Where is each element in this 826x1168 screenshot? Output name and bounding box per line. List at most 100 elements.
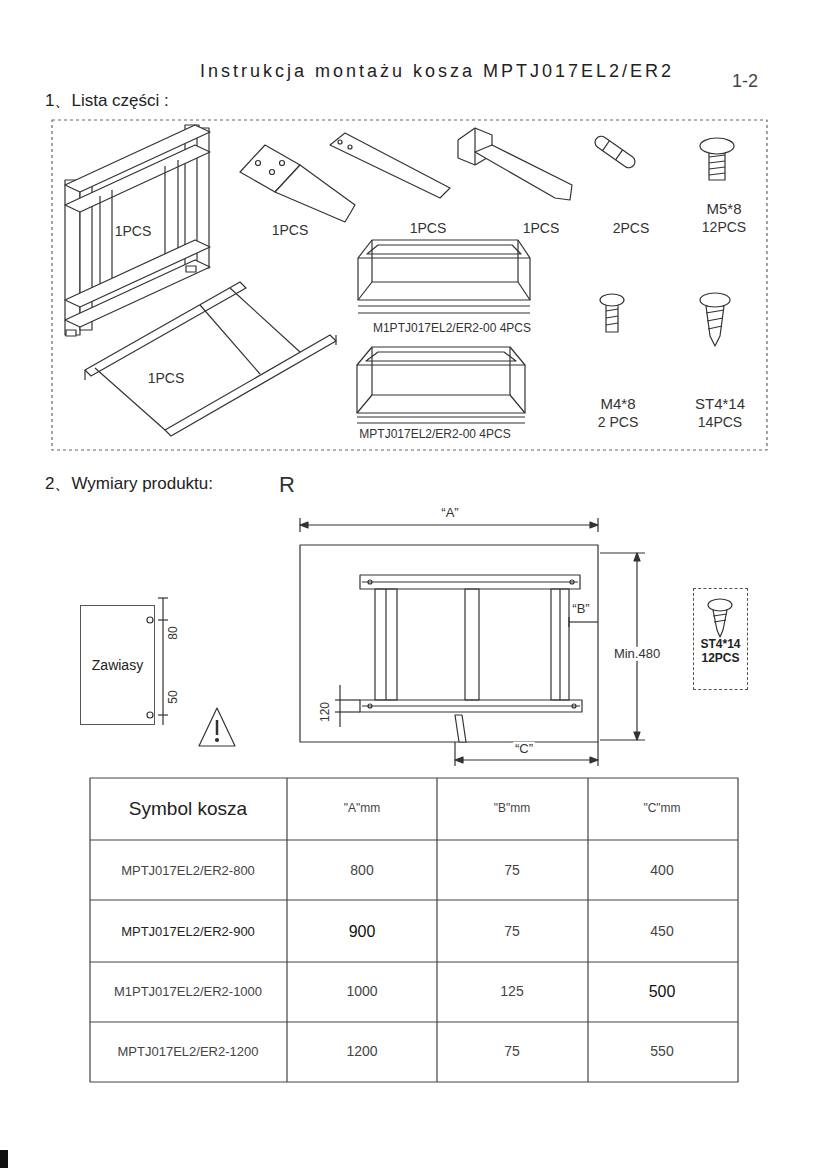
part-count: 1PCS <box>115 224 152 239</box>
dimension-lines <box>454 742 455 766</box>
wire-basket <box>357 395 525 413</box>
table-cell: 125 <box>500 984 523 999</box>
screw-size: ST4*14 <box>695 396 745 413</box>
warning-icon <box>199 708 235 746</box>
mounting-bracket <box>240 145 355 222</box>
screw-m5 <box>709 155 725 157</box>
wire-basket <box>358 312 530 313</box>
wire-basket <box>529 258 530 300</box>
table-grid <box>286 778 287 1082</box>
screw-st4 <box>706 310 724 313</box>
section-heading: 2、Wymiary produktu: <box>45 475 213 494</box>
wire-basket <box>357 416 525 417</box>
wire-basket <box>367 245 521 254</box>
wire-basket <box>357 258 358 300</box>
part-count: 2 PCS <box>598 415 638 430</box>
basket-frame <box>360 575 582 712</box>
cabinet <box>300 518 598 742</box>
table-cell: 400 <box>650 863 673 878</box>
screw-m5 <box>700 138 734 154</box>
warning-icon <box>216 720 219 735</box>
screw-size: M5*8 <box>706 201 741 218</box>
wire-basket <box>509 347 510 395</box>
table-cell: 800 <box>350 863 373 878</box>
illustration <box>0 120 767 1168</box>
wire-basket <box>358 282 530 300</box>
mounting-bracket <box>280 161 285 166</box>
dimension-label: 80 <box>167 624 180 641</box>
hinge-dimension <box>158 619 168 620</box>
hinge-dimension <box>147 617 153 623</box>
side-frame <box>111 190 112 278</box>
table-grid <box>587 778 588 1082</box>
dimension-lines <box>568 617 569 627</box>
bottom-rails <box>230 288 300 352</box>
cabinet <box>300 545 598 742</box>
hinge-panel: Zawiasy <box>80 605 155 725</box>
hinge-dimension <box>158 714 168 715</box>
part-count: 14PCS <box>698 415 742 430</box>
variant-letter: R <box>279 473 295 497</box>
cabinet <box>300 524 598 525</box>
screw-m4 <box>600 294 624 306</box>
part-count: 1PCS <box>523 221 560 236</box>
basket-code: M1PTJ017EL2/ER2-00 4PCS <box>373 322 531 335</box>
table-grid <box>90 778 738 1082</box>
basket-frame <box>570 580 574 584</box>
hinge-dimension <box>147 712 153 718</box>
warning-icon <box>216 739 219 742</box>
slide-bracket <box>474 128 475 165</box>
basket-frame <box>375 589 397 700</box>
wire-basket <box>524 365 525 413</box>
side-frame <box>65 125 210 336</box>
scan-mark <box>0 1150 8 1168</box>
table-cell: 550 <box>650 1044 673 1059</box>
screw-m4 <box>606 304 618 332</box>
table-cell: MPTJ017EL2/ER2-900 <box>121 925 255 939</box>
table-grid <box>90 778 738 1082</box>
dimension-label: “C” <box>513 742 535 756</box>
dimension-label: 120 <box>319 700 332 724</box>
node-text: ST4*14 <box>700 637 740 651</box>
wire-basket <box>371 240 372 282</box>
basket-frame <box>360 575 580 589</box>
table-cell: 1200 <box>346 1044 377 1059</box>
dimension-label: “A” <box>439 506 460 520</box>
wire-basket <box>356 365 357 413</box>
mounting-bracket <box>275 165 355 222</box>
slide-bracket <box>458 128 572 200</box>
part-count: 1PCS <box>148 371 185 386</box>
page-number: 1-2 <box>732 72 758 92</box>
parts-frame <box>52 120 767 450</box>
dimension-lines <box>600 552 645 553</box>
dimension-lines <box>634 732 640 740</box>
basket-frame <box>551 589 569 700</box>
table-grid <box>90 1021 738 1022</box>
dimension-lines <box>455 757 463 763</box>
node-text: Zawiasy <box>92 657 143 674</box>
box-screw-icon <box>714 620 726 622</box>
screw-m5 <box>709 167 725 169</box>
dimension-lines <box>335 699 360 700</box>
table-grid <box>90 839 738 840</box>
screw-st4 <box>707 318 723 321</box>
table-header: Symbol kosza <box>129 799 247 820</box>
box-screw-icon <box>713 614 727 616</box>
wire-basket <box>358 240 530 313</box>
dimension-lines <box>569 621 598 622</box>
dimension-lines <box>335 553 645 766</box>
box-screw-icon <box>713 610 727 637</box>
bottom-rails <box>200 305 260 374</box>
table-cell: 1000 <box>346 984 377 999</box>
dimension-label: 50 <box>167 688 180 705</box>
pin <box>593 134 638 170</box>
wire-basket <box>366 352 516 361</box>
part-count: 1PCS <box>410 221 447 236</box>
slide-bracket <box>475 145 572 200</box>
basket-frame <box>465 589 479 700</box>
dimension-lines <box>455 715 466 742</box>
table-cell: 75 <box>504 1044 520 1059</box>
basket-frame <box>368 580 372 584</box>
table-cell: 450 <box>650 924 673 939</box>
node-text: 12PCS <box>701 651 739 665</box>
